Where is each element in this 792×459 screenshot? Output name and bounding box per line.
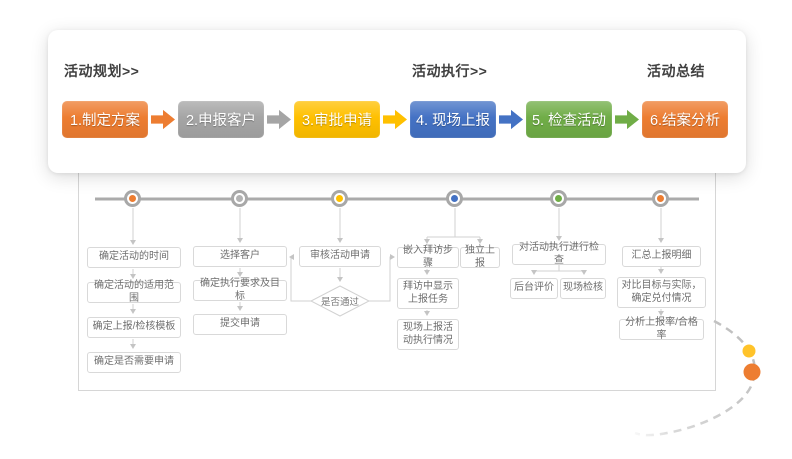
node-embed-visit-step: 嵌入拜访步骤 — [397, 245, 459, 269]
timeline-node-2 — [231, 190, 248, 207]
node-activity-scope: 确定活动的适用范围 — [87, 280, 181, 304]
node-select-customer: 选择客户 — [193, 246, 287, 267]
decor-dot-orange — [743, 363, 761, 381]
timeline-node-1 — [124, 190, 141, 207]
node-submit-apply: 提交申请 — [193, 314, 287, 335]
node-review-apply: 审核活动申请 — [299, 246, 381, 267]
node-dot-icon — [336, 195, 343, 202]
timeline-node-4 — [446, 190, 463, 207]
node-dot-icon — [657, 195, 664, 202]
node-dot-icon — [451, 195, 458, 202]
flow-arrow-icon — [151, 109, 175, 130]
decision-label: 是否通过 — [320, 297, 359, 308]
flow-arrow-icon — [267, 109, 291, 130]
phase-label-planning: 活动规划>> — [64, 63, 140, 79]
node-compare-target: 对比目标与实际，确定兑付情况 — [617, 277, 706, 308]
timeline-node-3 — [331, 190, 348, 207]
flow-step-1: 1.制定方案 — [62, 101, 148, 138]
flow-arrow-icon — [383, 109, 407, 130]
node-dot-icon — [236, 195, 243, 202]
process-card: 活动规划>> 活动执行>> 活动总结 1.制定方案 2.申报客户 3.审批申请 … — [48, 30, 746, 173]
flow-step-3: 3.审批申请 — [294, 101, 380, 138]
node-activity-time: 确定活动的时间 — [87, 247, 181, 268]
flow-step-5: 5. 检查活动 — [526, 101, 612, 138]
node-exec-requirements: 确定执行要求及目标 — [193, 278, 287, 302]
node-need-apply: 确定是否需要申请 — [87, 352, 181, 373]
node-summary-detail: 汇总上报明细 — [622, 246, 701, 267]
node-backend-eval: 后台评价 — [510, 278, 558, 299]
decor-dot-yellow — [742, 344, 756, 358]
flow-arrow-icon — [615, 109, 639, 130]
node-report-template: 确定上报/检核模板 — [87, 317, 181, 338]
flow-arrow-icon — [499, 109, 523, 130]
flow-step-6: 6.结案分析 — [642, 101, 728, 138]
flow-steps-row: 1.制定方案 2.申报客户 3.审批申请 4. 现场上报 5. 检查活动 6.结… — [62, 101, 728, 138]
node-onsite-report-status: 现场上报活动执行情况 — [397, 319, 459, 350]
phase-label-summary: 活动总结 — [647, 63, 705, 79]
flow-step-4: 4. 现场上报 — [410, 101, 496, 138]
node-check-execution: 对活动执行进行检查 — [512, 242, 606, 266]
timeline-node-6 — [652, 190, 669, 207]
timeline-node-5 — [550, 190, 567, 207]
node-dot-icon — [555, 195, 562, 202]
flow-step-2: 2.申报客户 — [178, 101, 264, 138]
node-dot-icon — [129, 195, 136, 202]
node-onsite-check: 现场检核 — [560, 278, 606, 299]
node-visit-show-task: 拜访中显示上报任务 — [397, 278, 459, 309]
node-analyze-rate: 分析上报率/合格率 — [619, 317, 704, 341]
phase-label-execution: 活动执行>> — [412, 63, 488, 79]
node-independent-report: 独立上报 — [460, 245, 500, 269]
